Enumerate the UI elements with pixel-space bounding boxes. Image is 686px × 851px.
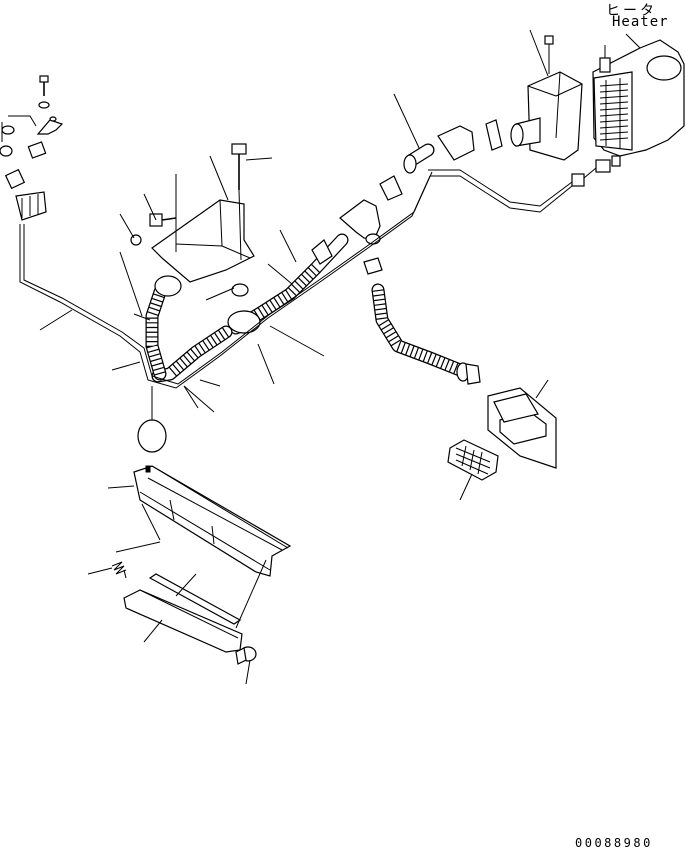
heater-wire xyxy=(428,155,621,213)
vent-duct-lower-left xyxy=(111,465,292,665)
duct-cover-center xyxy=(130,143,273,297)
main-duct-hose xyxy=(137,143,481,453)
heater-label-japanese: ヒータ xyxy=(606,3,657,19)
heater-label-english: Heater xyxy=(612,14,669,30)
drawing-code: 00088980 xyxy=(575,836,653,850)
leader-lines xyxy=(39,155,549,685)
duct-cover-upper xyxy=(510,29,583,161)
heater-unit xyxy=(592,33,685,157)
vent-grille-plate xyxy=(447,387,557,481)
fastener-set-upper-left xyxy=(0,75,64,221)
hose-connector-heater xyxy=(393,93,503,161)
main-harness-wire xyxy=(19,171,433,389)
